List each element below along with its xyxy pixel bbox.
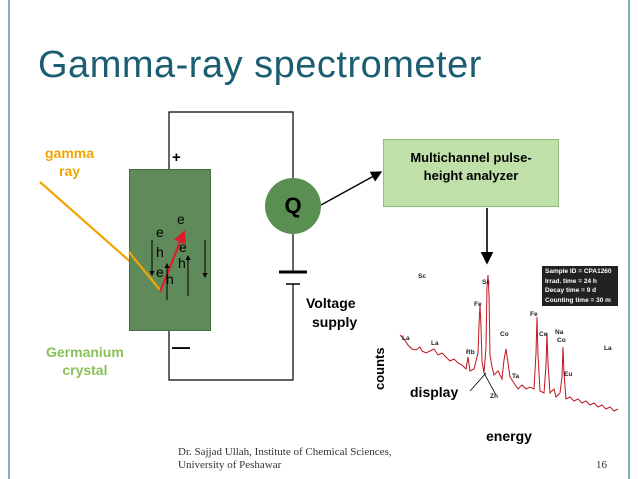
carrier-e-1: e: [177, 211, 185, 227]
left-border-line: [8, 0, 10, 479]
peak-label-eu: Eu: [564, 371, 573, 378]
peak-label-co-2: Co: [557, 337, 566, 344]
spectrum-trace: [399, 274, 619, 412]
spectrum-plot: [399, 274, 619, 412]
footer-credit: Dr. Sajjad Ullah, Institute of Chemical …: [178, 446, 392, 472]
footer-line1: Dr. Sajjad Ullah, Institute of Chemical …: [178, 446, 392, 458]
peak-label-fe-1: Fe: [474, 301, 482, 308]
analyzer-line1: Multichannel pulse-: [410, 150, 532, 165]
peak-label-ce: Ce: [539, 331, 548, 338]
gamma-ray-inside: [128, 251, 161, 291]
analyzer-line2: height analyzer: [423, 168, 519, 183]
peak-label-zn: Zn: [490, 393, 498, 400]
peak-label-la-3: La: [604, 345, 612, 352]
footer-line2: University of Peshawar: [178, 459, 282, 471]
peak-label-fe-2: Fe: [530, 311, 538, 318]
peak-label-ta: Ta: [512, 373, 520, 380]
spectrum-info-box: Sample ID = CPA1260 Irrad. time = 24 h D…: [542, 266, 618, 306]
multichannel-analyzer-box: Multichannel pulse- height analyzer: [383, 139, 559, 207]
minus-sign: —: [172, 337, 190, 357]
info-line-3: Decay time = 9 d: [545, 287, 597, 294]
wire-bottom: [168, 284, 294, 381]
slide-title: Gamma-ray spectrometer: [38, 44, 482, 86]
electron-track: [158, 229, 187, 293]
zn-pointer: [483, 372, 497, 396]
gamma-label-line2: ray: [59, 163, 81, 179]
charge-amplifier-q: Q: [265, 178, 321, 234]
crystal-label-line2: crystal: [62, 362, 108, 378]
carrier-h-3: h: [166, 271, 174, 287]
display-label: display: [410, 384, 459, 400]
peak-label-rb: Rb: [466, 349, 475, 356]
crystal-label-line1: Germanium: [46, 344, 124, 360]
info-line-4: Counting time = 30 m: [545, 296, 611, 304]
peak-label-la-1: La: [402, 335, 410, 342]
carrier-e-3: e: [179, 239, 187, 255]
voltage-supply-label: Voltage supply: [306, 294, 357, 332]
carrier-e-2: e: [156, 224, 164, 240]
germanium-crystal: [129, 169, 211, 331]
plus-sign: +: [172, 149, 181, 166]
wire-top: [168, 111, 294, 178]
germanium-crystal-label: Germanium crystal: [46, 343, 124, 379]
page-number: 16: [596, 459, 607, 471]
carrier-e-4: e: [156, 264, 164, 280]
counts-axis-label: counts: [372, 347, 387, 390]
peak-label-la-2: La: [431, 340, 439, 347]
q-label: Q: [284, 193, 302, 218]
carrier-h-2: h: [178, 255, 186, 271]
gamma-ray-label: gamma ray: [45, 144, 94, 180]
voltage-label-line2: supply: [312, 314, 358, 330]
peak-label-sc-1: Sc: [418, 273, 426, 280]
peak-label-na: Na: [555, 329, 564, 336]
peak-label-co-1: Co: [500, 331, 509, 338]
voltage-label-line1: Voltage: [306, 295, 356, 311]
q-to-analyzer-arrow: [320, 171, 383, 206]
gamma-label-line1: gamma: [45, 145, 95, 161]
energy-axis-label: energy: [486, 428, 532, 444]
carrier-h-1: h: [156, 244, 164, 260]
info-line-1: Sample ID = CPA1260: [545, 268, 612, 275]
right-border-line: [628, 0, 630, 479]
peak-label-sc-2: Sc: [482, 279, 490, 286]
info-line-2: Irrad. time = 24 h: [545, 277, 597, 285]
display-pointer: [469, 372, 487, 392]
